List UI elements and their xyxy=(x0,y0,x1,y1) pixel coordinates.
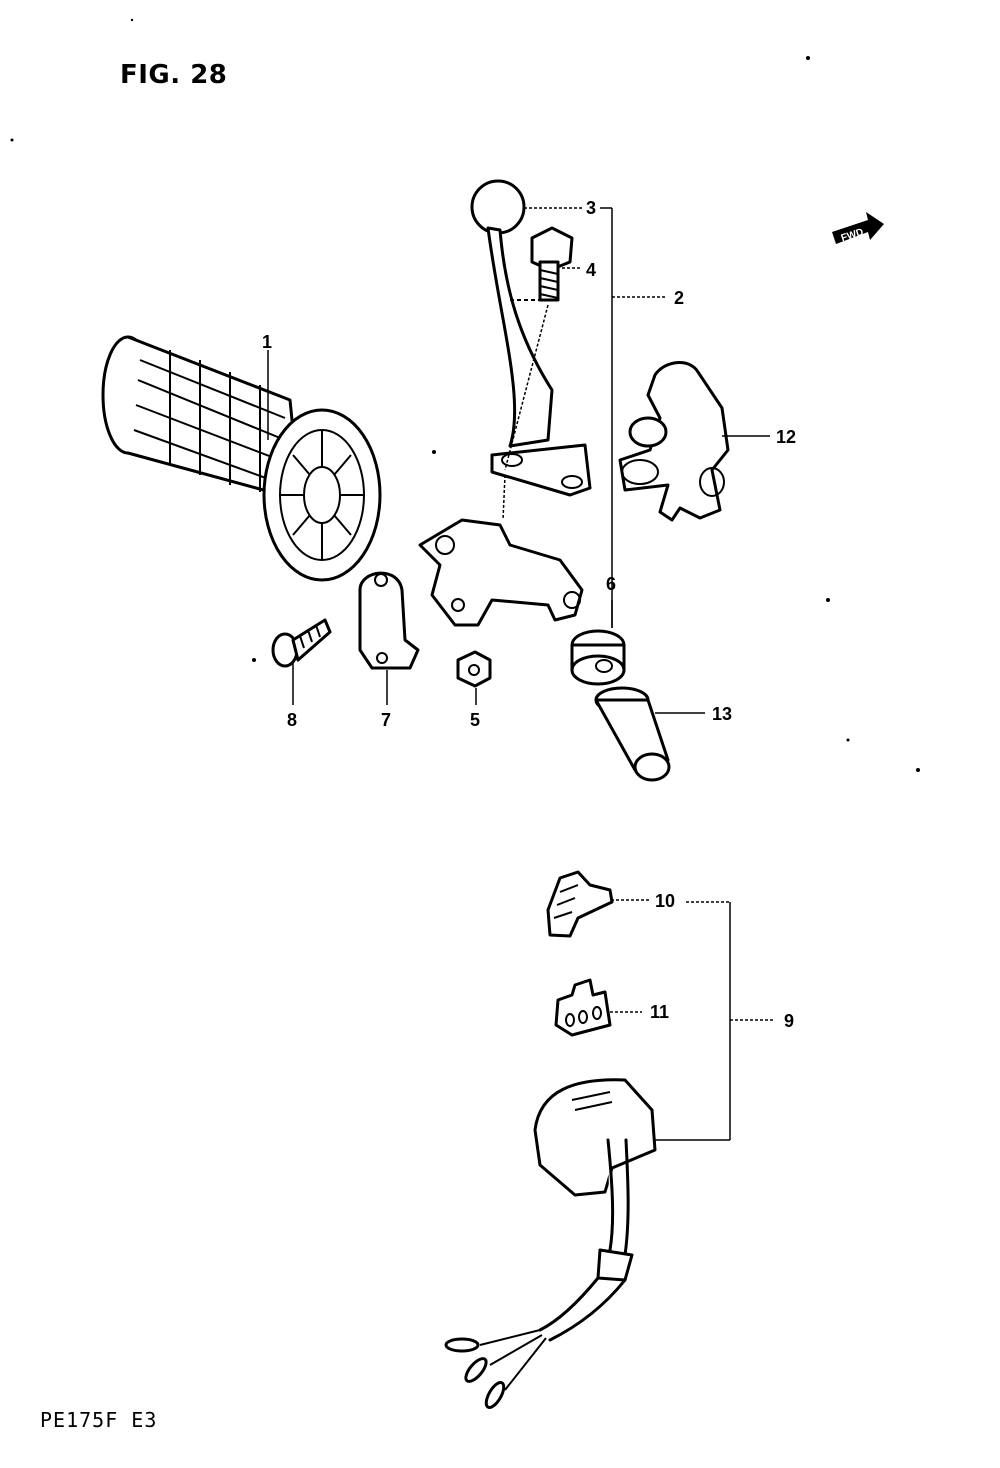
callout-1: 1 xyxy=(262,332,272,352)
lever-holder-part xyxy=(418,518,584,627)
callout-6: 6 xyxy=(606,574,616,594)
perch-part xyxy=(618,361,730,522)
contact-plate-part xyxy=(554,978,612,1037)
model-label: PE175F E3 xyxy=(40,1408,158,1432)
callout-7: 7 xyxy=(381,710,391,730)
bolt-part xyxy=(530,226,574,302)
callout-9: 9 xyxy=(784,1011,794,1031)
clamp-part xyxy=(358,571,420,670)
fwd-arrow-icon: FWD xyxy=(832,212,884,244)
boot-part xyxy=(594,686,671,782)
grip-part xyxy=(101,335,382,582)
callout-12: 12 xyxy=(776,427,796,447)
switch-knob-part xyxy=(546,870,614,938)
callout-5: 5 xyxy=(470,710,480,730)
callout-3: 3 xyxy=(586,198,596,218)
callout-13: 13 xyxy=(712,704,732,724)
scan-specks xyxy=(10,18,920,772)
callout-2: 2 xyxy=(674,288,684,308)
callout-11: 11 xyxy=(650,1002,669,1022)
switch-housing-part xyxy=(444,1078,657,1409)
lever-part xyxy=(470,179,592,497)
callout-10: 10 xyxy=(655,891,675,911)
leader-lines xyxy=(267,207,775,1141)
callout-8: 8 xyxy=(287,710,297,730)
figure-title: FIG. 28 xyxy=(120,60,228,90)
callout-4: 4 xyxy=(586,260,596,280)
nut-part xyxy=(456,650,492,688)
adjuster-part xyxy=(570,629,626,686)
screw-part xyxy=(271,618,332,668)
